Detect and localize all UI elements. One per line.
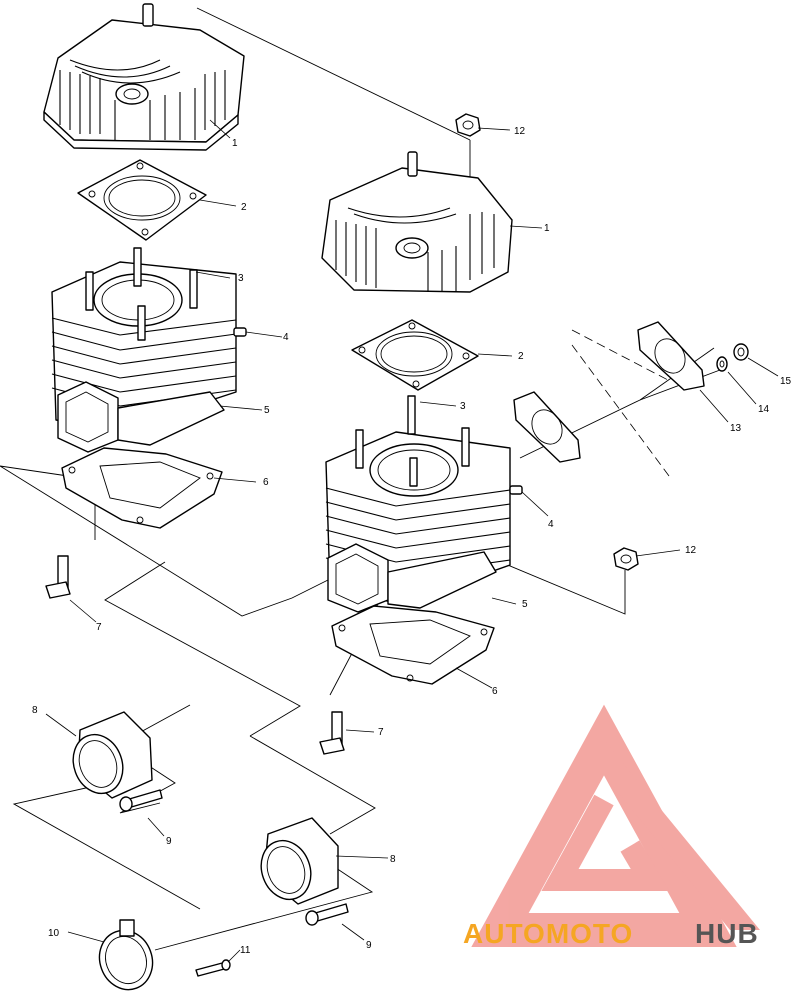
nut-right-top <box>455 113 481 137</box>
callout-5-right: 5 <box>522 599 528 610</box>
nut-right-lower <box>613 547 639 571</box>
callout-9-right: 9 <box>366 940 372 951</box>
callout-1-right: 1 <box>544 223 550 234</box>
leader-lines <box>45 119 779 963</box>
fitting-right <box>319 711 345 755</box>
base-gasket-left <box>61 447 223 529</box>
watermark-logo <box>471 704 760 947</box>
callout-4-left: 4 <box>283 332 289 343</box>
callout-labels: 1 2 3 4 5 6 7 12 1 2 3 4 5 6 7 12 13 14 … <box>32 126 792 956</box>
callout-12-top: 12 <box>514 126 526 137</box>
cylinder-head-left <box>43 3 245 151</box>
fitting-left <box>45 555 71 599</box>
callout-10: 10 <box>48 928 60 939</box>
cylinder-right <box>325 395 523 613</box>
callout-4-right: 4 <box>548 519 554 530</box>
callout-12-lower: 12 <box>685 545 697 556</box>
callout-3-left: 3 <box>238 273 244 284</box>
head-gasket-left <box>77 159 207 241</box>
callout-3-right: 3 <box>460 401 466 412</box>
callout-2-left: 2 <box>241 202 247 213</box>
cylinder-head-right <box>321 151 513 293</box>
callout-8-right: 8 <box>390 854 396 865</box>
callout-13-upper: 13 <box>730 423 742 434</box>
callout-7-right: 7 <box>378 727 384 738</box>
cylinder-left <box>51 247 247 453</box>
exhaust-gasket-lower <box>513 391 581 463</box>
nut-15 <box>733 343 749 361</box>
bolt-9-right <box>305 903 349 926</box>
watermark-brand-part1: AUTOMOTO <box>463 918 633 949</box>
callout-2-right: 2 <box>518 351 524 362</box>
callout-6-left: 6 <box>263 477 269 488</box>
screw-11 <box>195 959 231 977</box>
callout-6-right: 6 <box>492 686 498 697</box>
callout-15: 15 <box>780 376 792 387</box>
callout-8-left: 8 <box>32 705 38 716</box>
intake-adapter-right <box>260 817 339 905</box>
hose-clamp <box>98 919 154 991</box>
callout-9-left: 9 <box>166 836 172 847</box>
base-gasket-right <box>331 605 495 685</box>
callout-14: 14 <box>758 404 770 415</box>
callout-11: 11 <box>240 945 251 956</box>
head-gasket-right <box>351 319 479 391</box>
washer-14 <box>716 356 728 372</box>
watermark-brand-part2: HUB <box>695 918 759 949</box>
callout-5-left: 5 <box>264 405 270 416</box>
bolt-9-left <box>119 789 163 812</box>
callout-1-left: 1 <box>232 138 238 149</box>
intake-adapter-left <box>72 711 153 799</box>
exhaust-gasket-upper <box>637 321 705 391</box>
callout-7-left: 7 <box>96 622 102 633</box>
